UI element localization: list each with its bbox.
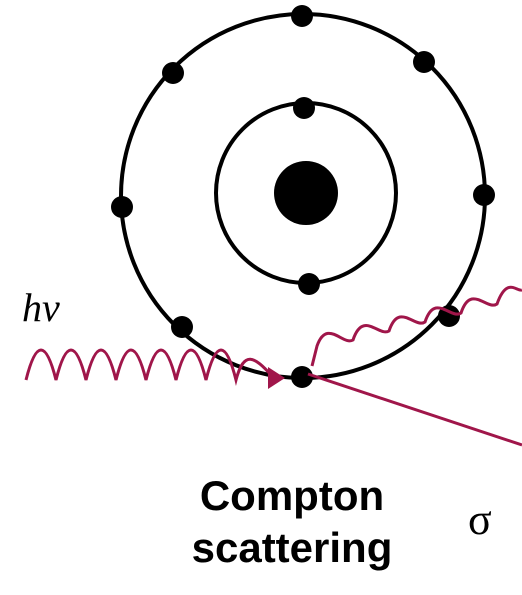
incident-photon-arrowhead — [268, 367, 285, 389]
recoil-electron-path — [307, 372, 522, 447]
process-title: Compton scattering — [142, 470, 442, 574]
electron-outer-upper-left — [162, 62, 184, 84]
cross-section-symbol: σ — [468, 495, 492, 544]
electron-outer-top — [291, 5, 313, 27]
scattered-photon-wave — [310, 285, 522, 367]
electron-inner-top — [293, 97, 315, 119]
electron-outer-lower-left — [171, 316, 193, 338]
photon-energy-label: hν — [22, 285, 60, 330]
electron-outer-upper-right — [413, 51, 435, 73]
nucleus — [274, 161, 338, 225]
electron-inner-bottom — [298, 273, 320, 295]
struck-electron — [291, 366, 313, 388]
incident-photon-wave — [24, 348, 274, 386]
electron-outer-left — [111, 196, 133, 218]
process-title-line1: Compton — [199, 472, 385, 519]
process-title-line2: scattering — [191, 524, 393, 571]
electron-outer-right — [473, 184, 495, 206]
